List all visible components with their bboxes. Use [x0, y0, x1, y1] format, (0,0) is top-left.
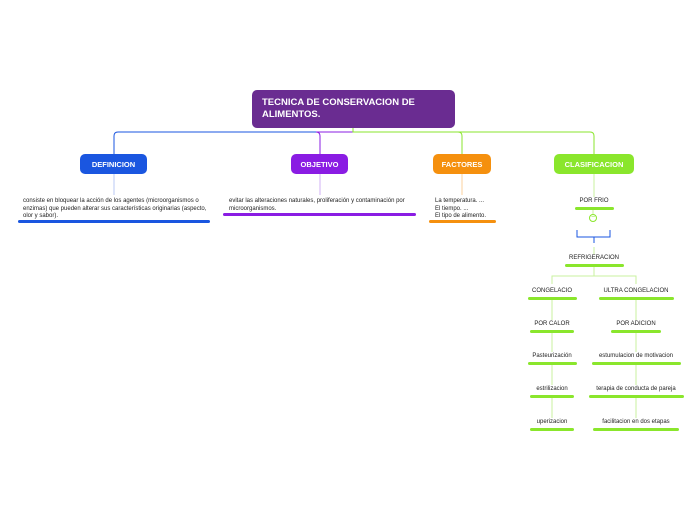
- ultra-congelacion-label: ULTRA CONGELACION: [603, 288, 669, 294]
- uperizacion-label: uperizacion: [536, 419, 568, 425]
- branch-definicion[interactable]: DEFINICION: [80, 154, 147, 174]
- refrigeracion-underline: [565, 264, 624, 267]
- branch-factores[interactable]: FACTORES: [433, 154, 491, 174]
- uperizacion-underline: [530, 428, 574, 431]
- definicion-underline: [18, 220, 210, 223]
- factores-note[interactable]: La temperatura. ... El tiempo. ... El ti…: [435, 198, 499, 221]
- node-facilitacion[interactable]: facilitacion en dos etapas: [593, 419, 679, 425]
- connector-clasificacion: [352, 128, 595, 154]
- estimulacion-label: estumulacion de motivacion: [598, 353, 674, 359]
- node-refrigeracion[interactable]: REFRIGERACION: [564, 255, 624, 261]
- terapia-label: terapia de conducta de pareja: [596, 386, 676, 392]
- pasteurizacion-label: Pasteurización: [532, 353, 572, 359]
- esterilizacion-label: estrilizacion: [536, 386, 568, 392]
- toggle-symbol: −: [590, 214, 596, 221]
- factores-label: FACTORES: [441, 159, 483, 169]
- objetivo-label: OBJETIVO: [300, 159, 339, 169]
- definicion-note[interactable]: consiste en bloquear la acción de los ag…: [23, 198, 208, 221]
- objetivo-note-text: evitar las alteraciones naturales, proli…: [229, 198, 405, 212]
- collapse-toggle-icon[interactable]: −: [589, 214, 597, 222]
- factores-note-line: La temperatura. ...: [435, 198, 485, 204]
- congelacio-underline: [528, 297, 577, 300]
- objetivo-underline: [223, 213, 416, 216]
- congelacio-label: CONGELACIO: [531, 288, 572, 294]
- factores-underline: [429, 220, 496, 223]
- por-calor-underline: [530, 330, 574, 333]
- node-congelacio[interactable]: CONGELACIO: [527, 288, 577, 294]
- factores-note-line: El tipo de alimento.: [435, 213, 487, 219]
- por-calor-label: POR CALOR: [534, 321, 570, 327]
- factores-note-line: El tiempo. ...: [435, 205, 469, 212]
- por-adicion-label: POR ADICION: [616, 321, 656, 327]
- node-uperizacion[interactable]: uperizacion: [530, 419, 574, 425]
- connector-ref-children: [551, 267, 637, 284]
- node-estimulacion[interactable]: estumulacion de motivacion: [591, 353, 681, 359]
- node-por-adicion[interactable]: POR ADICION: [611, 321, 661, 327]
- por-frio-label: POR FRIO: [579, 198, 609, 204]
- estimulacion-underline: [592, 362, 681, 365]
- esterilizacion-underline: [530, 395, 574, 398]
- node-por-calor[interactable]: POR CALOR: [530, 321, 574, 327]
- connector-objetivo: [315, 128, 354, 154]
- connector-definicion: [113, 128, 354, 154]
- definicion-label: DEFINICION: [91, 159, 136, 169]
- por-frio-underline: [575, 207, 614, 210]
- terapia-underline: [589, 395, 684, 398]
- node-esterilizacion[interactable]: estrilizacion: [530, 386, 574, 392]
- root-node[interactable]: TECNICA DE CONSERVACION DE ALIMENTOS.: [252, 90, 455, 128]
- branch-objetivo[interactable]: OBJETIVO: [291, 154, 348, 174]
- facilitacion-underline: [593, 428, 679, 431]
- refrigeracion-label: REFRIGERACION: [568, 255, 619, 261]
- clasificacion-label: CLASIFICACION: [564, 159, 624, 169]
- ultra-congelacion-underline: [599, 297, 674, 300]
- node-terapia[interactable]: terapia de conducta de pareja: [588, 386, 684, 392]
- node-ultra-congelacion[interactable]: ULTRA CONGELACION: [598, 288, 674, 294]
- node-por-frio[interactable]: POR FRIO: [574, 198, 614, 204]
- bracket: [576, 230, 611, 238]
- definicion-note-text: consiste en bloquear la acción de los ag…: [23, 198, 207, 219]
- root-title: TECNICA DE CONSERVACION DE ALIMENTOS.: [262, 97, 415, 120]
- por-adicion-underline: [611, 330, 661, 333]
- facilitacion-label: facilitacion en dos etapas: [602, 419, 670, 425]
- branch-clasificacion[interactable]: CLASIFICACION: [554, 154, 634, 174]
- pasteurizacion-underline: [528, 362, 577, 365]
- node-pasteurizacion[interactable]: Pasteurización: [527, 353, 577, 359]
- objetivo-note[interactable]: evitar las alteraciones naturales, proli…: [229, 198, 414, 213]
